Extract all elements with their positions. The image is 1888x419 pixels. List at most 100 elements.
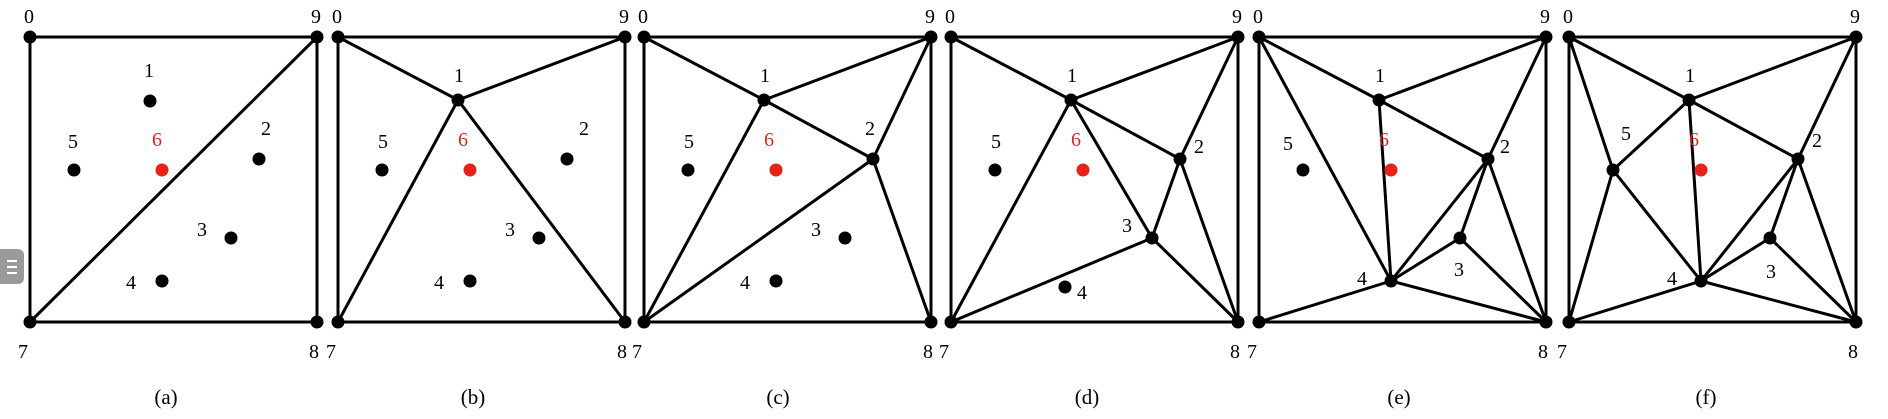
node-label-5: 5	[684, 131, 694, 153]
node-label-0: 0	[332, 6, 342, 28]
node-5	[1296, 163, 1310, 177]
node-1	[1372, 93, 1386, 107]
edge-2-7	[642, 157, 875, 324]
node-7	[1562, 315, 1576, 329]
node-1	[757, 93, 771, 107]
panel-caption: (f)	[1696, 385, 1717, 409]
edge-5-7	[1567, 168, 1615, 324]
node-label-1: 1	[454, 65, 464, 87]
node-label-6: 6	[1071, 129, 1081, 151]
node-3	[224, 231, 238, 245]
edge-0-4	[1257, 35, 1393, 283]
node-label-2: 2	[579, 118, 589, 140]
edge-2-4	[1699, 157, 1800, 283]
edge-0-1	[1567, 35, 1691, 102]
edge-0-1	[1257, 35, 1381, 102]
edge-4-7	[1567, 279, 1703, 324]
node-label-1: 1	[1375, 65, 1385, 87]
node-label-8: 8	[1230, 341, 1240, 363]
edge-4-7	[1257, 279, 1393, 324]
node-label-9: 9	[1232, 6, 1242, 28]
node-0	[1252, 30, 1266, 44]
node-label-0: 0	[1253, 6, 1263, 28]
edge-3-8	[1768, 236, 1858, 324]
edge-4-8	[1389, 279, 1548, 324]
node-4	[1694, 274, 1708, 288]
node-label-0: 0	[638, 6, 648, 28]
node-0	[637, 30, 651, 44]
node-1	[1682, 93, 1696, 107]
edge-4-8	[1699, 279, 1858, 324]
node-label-9: 9	[925, 6, 935, 28]
node-9	[1231, 30, 1245, 44]
node-1	[451, 93, 465, 107]
node-label-2: 2	[261, 118, 271, 140]
node-4	[769, 274, 783, 288]
node-label-8: 8	[1848, 341, 1858, 363]
node-0	[23, 30, 37, 44]
node-3	[1145, 231, 1159, 245]
node-label-7: 7	[939, 341, 949, 363]
menu-lines-icon	[7, 265, 17, 268]
edge-2-8	[1178, 157, 1240, 324]
node-label-8: 8	[923, 341, 933, 363]
node-6	[155, 163, 169, 177]
node-2	[1481, 152, 1495, 166]
edge-2-3	[1150, 157, 1182, 240]
node-9	[924, 30, 938, 44]
node-6	[1384, 163, 1398, 177]
edge-1-9	[1069, 35, 1240, 102]
node-9	[1849, 30, 1863, 44]
node-9	[1539, 30, 1553, 44]
edge-1-7	[949, 98, 1073, 324]
node-7	[1252, 315, 1266, 329]
node-7	[637, 315, 651, 329]
node-label-7: 7	[326, 341, 336, 363]
node-2	[560, 152, 574, 166]
node-7	[23, 315, 37, 329]
node-label-1: 1	[1067, 65, 1077, 87]
edge-7-9	[28, 35, 319, 324]
side-menu-handle[interactable]	[0, 249, 24, 284]
node-4	[155, 274, 169, 288]
node-label-6: 6	[152, 129, 162, 151]
node-label-7: 7	[1247, 341, 1257, 363]
node-3	[532, 231, 546, 245]
node-label-3: 3	[811, 219, 821, 241]
edge-1-7	[642, 98, 766, 324]
edge-3-8	[1458, 236, 1548, 324]
edge-3-8	[1150, 236, 1240, 324]
node-label-7: 7	[1557, 341, 1567, 363]
node-7	[944, 315, 958, 329]
edge-0-1	[642, 35, 766, 102]
edge-0-5	[1567, 35, 1615, 172]
panel-caption: (b)	[461, 385, 486, 409]
edge-2-8	[1486, 157, 1548, 324]
node-label-5: 5	[1283, 133, 1293, 155]
node-5	[375, 163, 389, 177]
panel-caption: (a)	[154, 385, 177, 409]
panel-caption: (d)	[1075, 385, 1100, 409]
node-label-3: 3	[1454, 259, 1464, 281]
node-4	[463, 274, 477, 288]
node-label-9: 9	[1540, 6, 1550, 28]
edge-0-1	[949, 35, 1073, 102]
edge-2-8	[871, 157, 933, 324]
node-7	[331, 315, 345, 329]
edge-1-2	[762, 98, 875, 161]
edge-0-1	[336, 35, 460, 102]
node-0	[1562, 30, 1576, 44]
node-label-6: 6	[1379, 129, 1389, 151]
node-label-0: 0	[1563, 6, 1573, 28]
edge-3-4	[1699, 236, 1772, 283]
node-label-4: 4	[126, 272, 136, 294]
node-label-3: 3	[1766, 261, 1776, 283]
node-label-5: 5	[378, 131, 388, 153]
panel-caption: (e)	[1387, 385, 1410, 409]
node-8	[924, 315, 938, 329]
node-8	[310, 315, 324, 329]
node-label-7: 7	[632, 341, 642, 363]
node-3	[838, 231, 852, 245]
